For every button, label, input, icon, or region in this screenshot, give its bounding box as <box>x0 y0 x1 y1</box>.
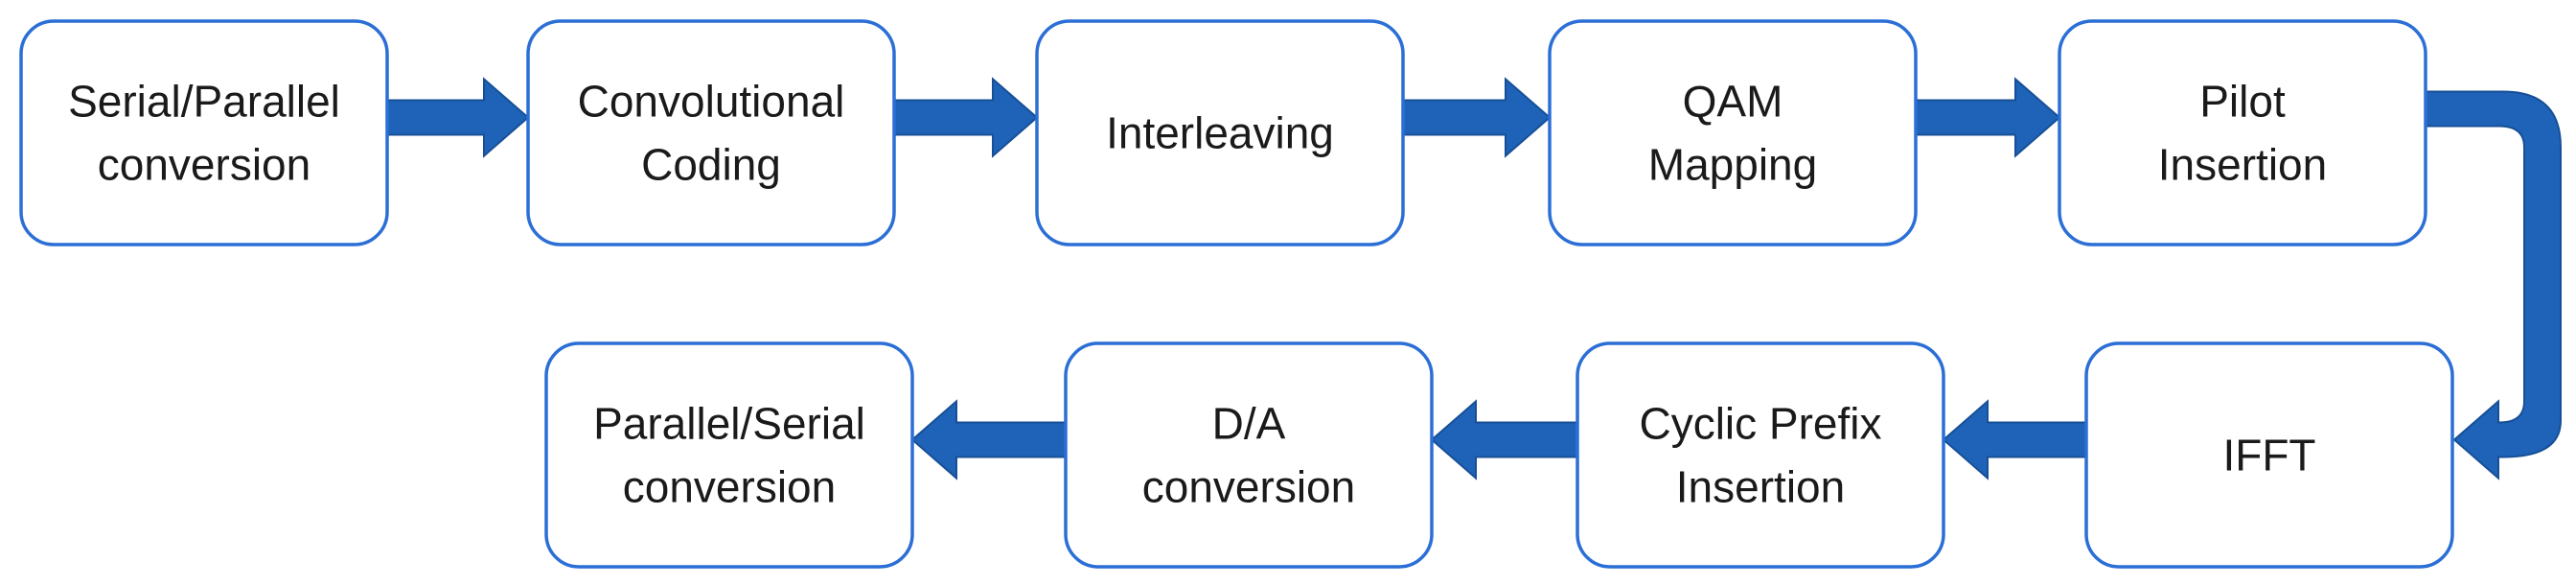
node-ifft: IFFT <box>2084 341 2454 569</box>
node-box <box>2084 341 2454 569</box>
node-label-line: QAM <box>1683 77 1783 127</box>
node-label-line: Insertion <box>2158 140 2327 190</box>
node-label-line: conversion <box>1142 462 1355 512</box>
arrow-pilot-insertion-to-ifft <box>2425 90 2562 481</box>
arrow-qam-mapping-to-pilot-insertion <box>1915 77 2061 158</box>
node-box <box>2058 19 2427 246</box>
node-box <box>526 19 896 246</box>
arrow-interleaving-to-qam-mapping <box>1402 77 1552 158</box>
node-box <box>19 19 389 246</box>
node-label-line: Parallel/Serial <box>593 399 865 449</box>
node-box <box>1035 19 1405 246</box>
node-label-line: IFFT <box>2222 431 2315 481</box>
node-label-line: Convolutional <box>578 77 845 127</box>
node-box <box>1064 341 1434 569</box>
node-label-line: Mapping <box>1648 140 1817 190</box>
node-label-line: Insertion <box>1676 462 1845 512</box>
arrow-ifft-to-cyclic-prefix <box>1942 399 2087 481</box>
node-label-line: Interleaving <box>1106 108 1334 158</box>
node-parallel-serial: Parallel/Serial conversion <box>544 341 914 569</box>
node-label-line: conversion <box>623 462 836 512</box>
node-label-line: Coding <box>641 140 781 190</box>
node-label-line: conversion <box>98 140 310 190</box>
arrow-da-conversion-to-parallel-serial <box>910 399 1067 481</box>
arrow-serial-parallel-to-convolutional-coding <box>386 77 530 158</box>
node-serial-parallel: Serial/Parallel conversion <box>19 19 389 246</box>
node-box <box>1576 341 1945 569</box>
node-label-line: D/A <box>1212 399 1286 449</box>
node-qam-mapping: QAM Mapping <box>1548 19 1918 246</box>
node-label-line: Serial/Parallel <box>68 77 340 127</box>
node-label-line: Cyclic Prefix <box>1639 399 1881 449</box>
node-label-line: Pilot <box>2199 77 2286 127</box>
node-da-conversion: D/A conversion <box>1064 341 1434 569</box>
node-box <box>1548 19 1918 246</box>
nodes-layer: Serial/ParallelconversionConvolutionalCo… <box>19 19 2454 569</box>
arrows-layer <box>386 77 2562 481</box>
node-interleaving: Interleaving <box>1035 19 1405 246</box>
node-box <box>544 341 914 569</box>
arrow-cyclic-prefix-to-da-conversion <box>1430 399 1578 481</box>
arrow-convolutional-coding-to-interleaving <box>893 77 1039 158</box>
